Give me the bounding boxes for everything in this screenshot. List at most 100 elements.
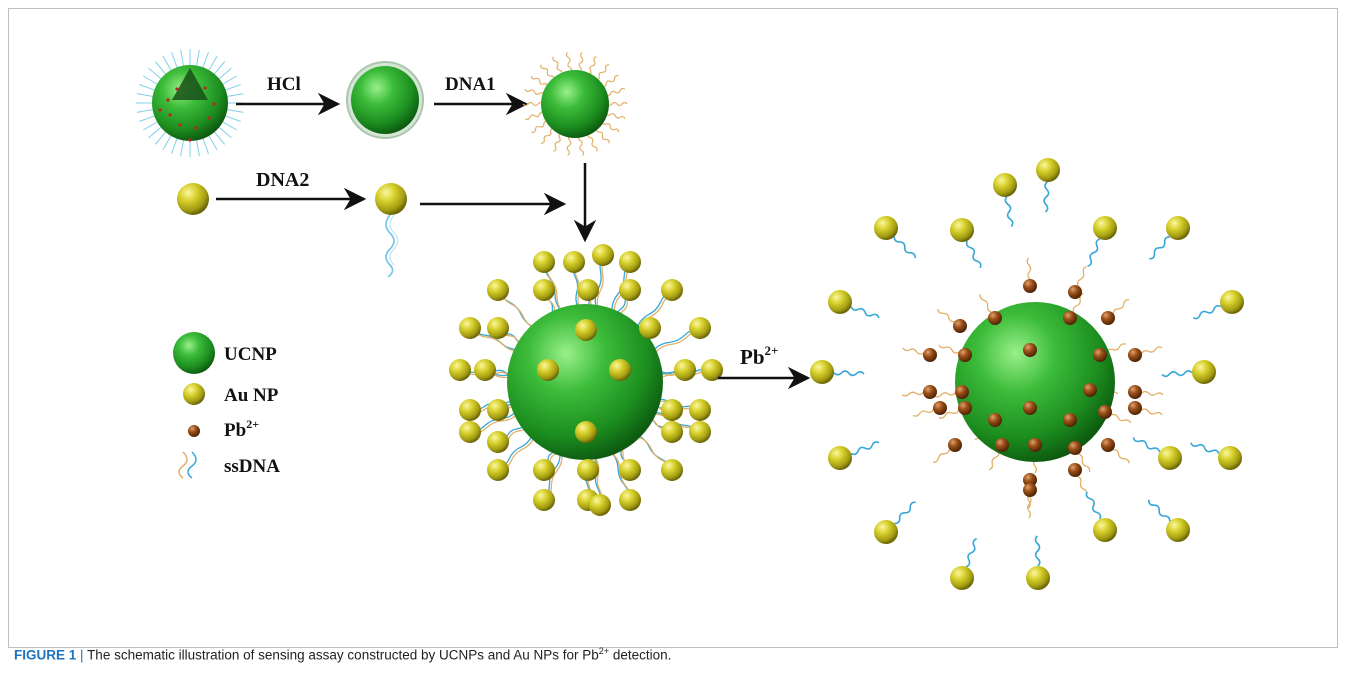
bound-au-np: [575, 421, 597, 443]
bound-au-np: [563, 251, 585, 273]
released-dna: [1034, 535, 1041, 567]
dna-strand: [578, 51, 584, 73]
bound-au-np: [487, 399, 509, 421]
ligand-line: [171, 52, 179, 70]
released-dna: [1161, 370, 1193, 378]
bound-au-np: [661, 279, 683, 301]
dna-strand: [530, 75, 549, 87]
pb-ion: [1128, 348, 1142, 362]
released-dna: [893, 236, 917, 259]
bound-au-np: [689, 317, 711, 339]
dopant-dot: [194, 126, 198, 130]
released-dna: [1085, 491, 1102, 520]
released-au-np: [950, 566, 974, 590]
dopant-dot: [175, 87, 179, 91]
released-au-np: [828, 446, 852, 470]
schematic-diagram: HCl DNA1 DNA2 Pb2+ UCNP Au N: [136, 49, 1244, 590]
pb-ion: [958, 348, 972, 362]
label-hcl: HCl: [267, 74, 301, 95]
bound-au-np: [487, 459, 509, 481]
released-dna: [894, 501, 916, 525]
bound-au-np: [619, 489, 641, 511]
legend-pb-icon: [188, 425, 200, 437]
pb-ion: [988, 413, 1002, 427]
released-au-np: [1218, 446, 1242, 470]
bound-au-np: [609, 359, 631, 381]
released-au-np: [874, 216, 898, 240]
pb-ion: [1128, 385, 1142, 399]
released-au-np: [1093, 216, 1117, 240]
dopant-dot: [203, 86, 207, 90]
released-au-nps: [810, 158, 1244, 590]
ligand-line: [212, 61, 226, 76]
dna1-modified-ucnp: [522, 51, 628, 157]
bound-au-np: [701, 359, 723, 381]
released-au-np: [993, 173, 1017, 197]
dna-strand: [522, 101, 544, 107]
released-dna: [833, 370, 865, 377]
ligand-line: [148, 67, 163, 81]
dna-strand: [566, 135, 572, 157]
dna-strand: [605, 87, 626, 97]
dopant-dot: [178, 123, 182, 127]
bound-au-np: [487, 431, 509, 453]
bound-au-np: [449, 359, 471, 381]
released-dna: [850, 441, 880, 456]
released-dna: [965, 537, 978, 568]
ligand-line: [136, 108, 155, 113]
ligand-line: [217, 125, 232, 139]
dna2-modified-au-np: [375, 183, 407, 278]
legend-ssdna-label: ssDNA: [224, 456, 280, 477]
released-au-np: [810, 360, 834, 384]
bound-au-np: [661, 459, 683, 481]
released-au-np: [1036, 158, 1060, 182]
legend: UCNP Au NP Pb2+ ssDNA: [173, 332, 280, 479]
legend-ssdna-icon: [178, 451, 197, 479]
dna-strand: [601, 75, 619, 88]
legend-pb-label: Pb2+: [224, 417, 259, 441]
pb-ion: [953, 319, 967, 333]
pb-ion: [988, 311, 1002, 325]
pb-ion: [1023, 279, 1037, 293]
bound-au-np: [575, 319, 597, 341]
ligand-line: [171, 136, 179, 154]
dna-strand: [524, 111, 545, 121]
bound-au-np: [533, 459, 555, 481]
figure-frame: [8, 8, 1338, 648]
label-dna2: DNA2: [256, 169, 309, 191]
bound-au-np: [689, 399, 711, 421]
legend-au-np-icon: [183, 383, 205, 405]
bound-au-np: [639, 317, 661, 339]
pb-ion: [1068, 285, 1082, 299]
pb-ion: [1068, 463, 1082, 477]
ligand-line: [212, 130, 226, 145]
released-au-np: [1093, 518, 1117, 542]
dna-strand: [587, 132, 598, 152]
bound-au-np: [674, 359, 696, 381]
ligand-line: [220, 120, 238, 131]
pb-ion: [923, 348, 937, 362]
ligand-line: [148, 125, 163, 139]
ligand-line: [195, 49, 200, 68]
ligand-line: [225, 108, 244, 113]
bound-au-np: [459, 317, 481, 339]
ligand-line: [180, 138, 185, 157]
dna-strand: [531, 120, 549, 133]
dna-strand: [552, 56, 563, 76]
pb-ion: [995, 438, 1009, 452]
ligand-line: [195, 138, 200, 157]
ligand-line: [220, 75, 238, 86]
bound-au-np: [533, 251, 555, 273]
released-dna: [1004, 196, 1014, 227]
ligand-line: [142, 75, 160, 86]
pb-ion: [1093, 348, 1107, 362]
dna-strand: [588, 56, 597, 76]
bound-au-np: [474, 359, 496, 381]
pb-ion: [1023, 483, 1037, 497]
bound-au-np: [619, 279, 641, 301]
pb-ion: [958, 401, 972, 415]
caption-separator: |: [80, 647, 84, 663]
dopant-dot: [207, 116, 211, 120]
label-dna1: DNA1: [445, 74, 496, 95]
dopant-dot: [188, 138, 192, 142]
